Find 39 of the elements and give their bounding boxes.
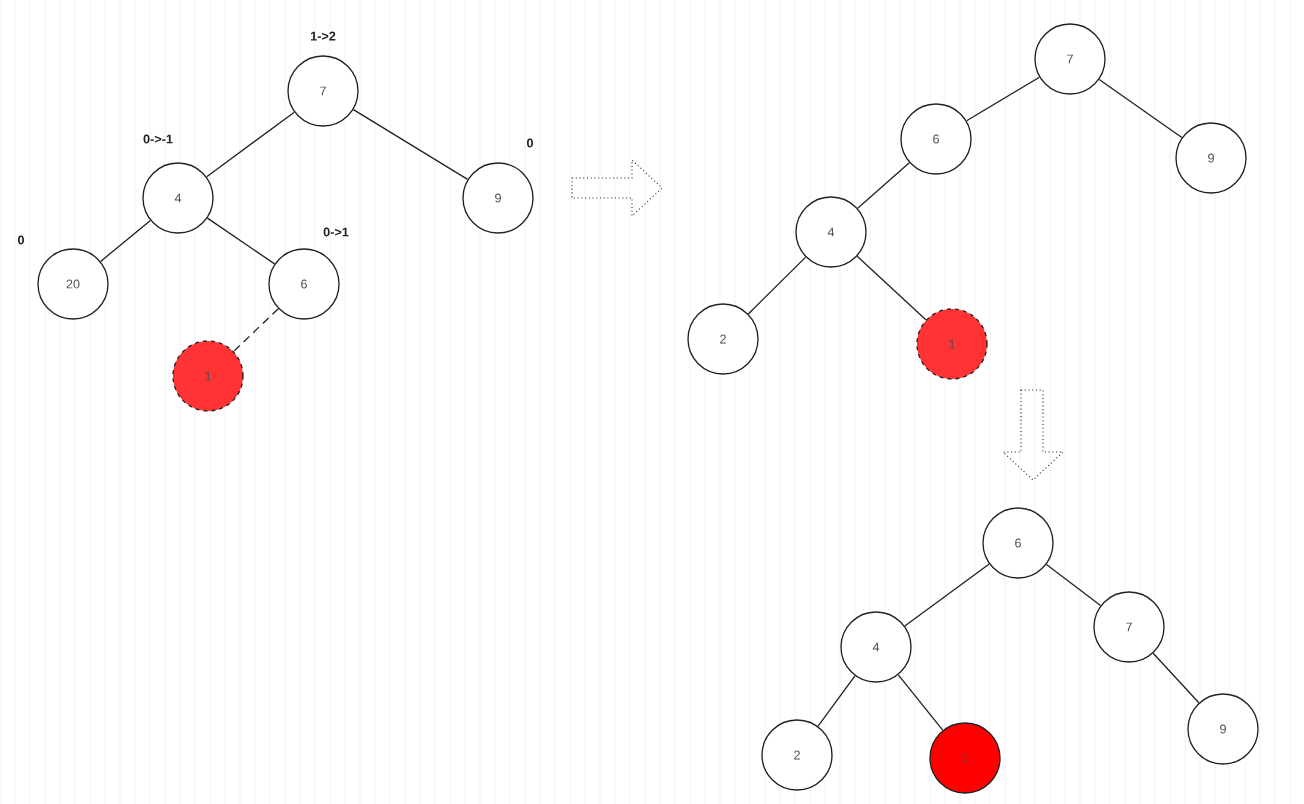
tree-node: 1: [929, 722, 1001, 794]
tree-edge: [206, 217, 276, 265]
node-label: 2: [794, 750, 800, 760]
tree-edge: [1045, 563, 1102, 607]
tree-edge: [857, 162, 910, 210]
tree-node: 2: [761, 719, 833, 791]
tree-node: 20: [37, 248, 109, 320]
tree-node: 1: [916, 308, 988, 380]
tree-edge: [233, 308, 279, 352]
tree-edge: [897, 674, 944, 731]
tree-node: 7: [1034, 23, 1106, 95]
tree-edge: [856, 255, 927, 321]
tree-node: 7: [287, 55, 359, 127]
tree-node: 9: [462, 162, 534, 234]
tree-edge: [352, 108, 469, 181]
tree-edge: [965, 76, 1041, 122]
tree-edge: [99, 219, 152, 263]
tree-edge: [817, 675, 856, 727]
tree-edge: [904, 563, 990, 627]
tree-node: 9: [1187, 693, 1259, 765]
balance-factor-label: 0: [527, 138, 533, 148]
tree-node: 4: [840, 611, 912, 683]
balance-factor-label: 0->-1: [143, 134, 173, 144]
tree-node: 6: [268, 248, 340, 320]
tree-node: 1: [172, 340, 244, 412]
tree-node: 2: [687, 303, 759, 375]
tree-edge: [747, 256, 807, 315]
tree-node: 9: [1175, 122, 1247, 194]
balance-factor-label: 1->2: [310, 31, 336, 41]
tree-edge: [206, 111, 295, 178]
tree-node: 4: [142, 162, 214, 234]
balance-factor-label: 0: [18, 235, 24, 245]
tree-edge: [1098, 78, 1183, 139]
balance-factor-label: 0->1: [323, 227, 349, 237]
tree-node: 6: [982, 507, 1054, 579]
tree-node: 4: [795, 196, 867, 268]
tree-node: 7: [1093, 591, 1165, 663]
tree-node: 6: [900, 103, 972, 175]
tree-edge: [1152, 652, 1200, 704]
